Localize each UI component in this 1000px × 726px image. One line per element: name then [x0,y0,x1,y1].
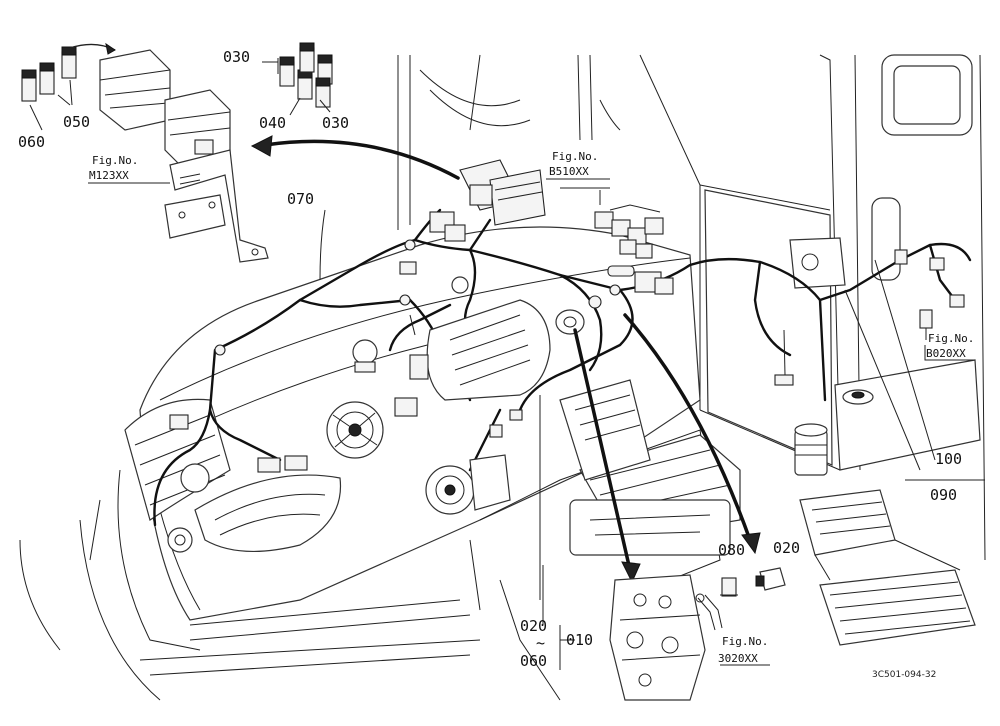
fuse-detail-group [21,42,333,263]
label-100: 100 [935,450,962,468]
cab-steps [799,489,976,646]
drawing-reference: 3C501-094-32 [872,670,936,680]
fig-code: 3020XX [718,652,758,665]
relay-detail-arrow [250,135,460,180]
fig-code: B510XX [549,165,589,178]
label-020-b: 020 [773,539,800,557]
starter-motor [409,299,585,401]
fuse-box [99,49,231,171]
label-040: 040 [259,114,286,132]
connector-bundle-b510 [594,204,664,259]
label-070: 070 [287,190,314,208]
fuse-060-050 [21,46,77,131]
fig-ref-b510: Fig.No. B510XX [546,150,610,180]
label-060-b: 060 [520,652,547,670]
cab-sensors [774,249,933,386]
fig-title: Fig.No. [92,154,138,167]
fig-code: M123XX [89,169,129,182]
ac-compressor [425,454,511,515]
fig-code: B020XX [926,347,966,360]
fig-ref-b020: Fig.No. B020XX [926,332,974,360]
fig-title: Fig.No. [722,635,768,648]
alternator [326,397,418,459]
label-tilde: ~ [536,634,545,652]
fig-ref-m123: Fig.No. M123XX [88,154,170,184]
relay-box-cluster [459,159,546,226]
harness-connectors [169,211,965,473]
label-080: 080 [718,541,745,559]
label-060-a: 060 [18,133,45,151]
fuse-box-bracket [164,149,269,263]
label-020-a: 020 [520,617,547,635]
label-050: 050 [63,113,90,131]
fig-ref-3020: Fig.No. 3020XX [718,635,768,665]
leader-lines [319,187,985,670]
fuse-030-040 [262,42,333,116]
fig-title: Fig.No. [552,150,598,163]
label-030-a: 030 [223,48,250,66]
fig-title: Fig.No. [928,332,974,345]
label-030-b: 030 [322,114,349,132]
label-010: 010 [566,631,593,649]
sensor-detail-group [573,313,786,701]
label-090: 090 [930,486,957,504]
hood-sensors [352,276,523,438]
